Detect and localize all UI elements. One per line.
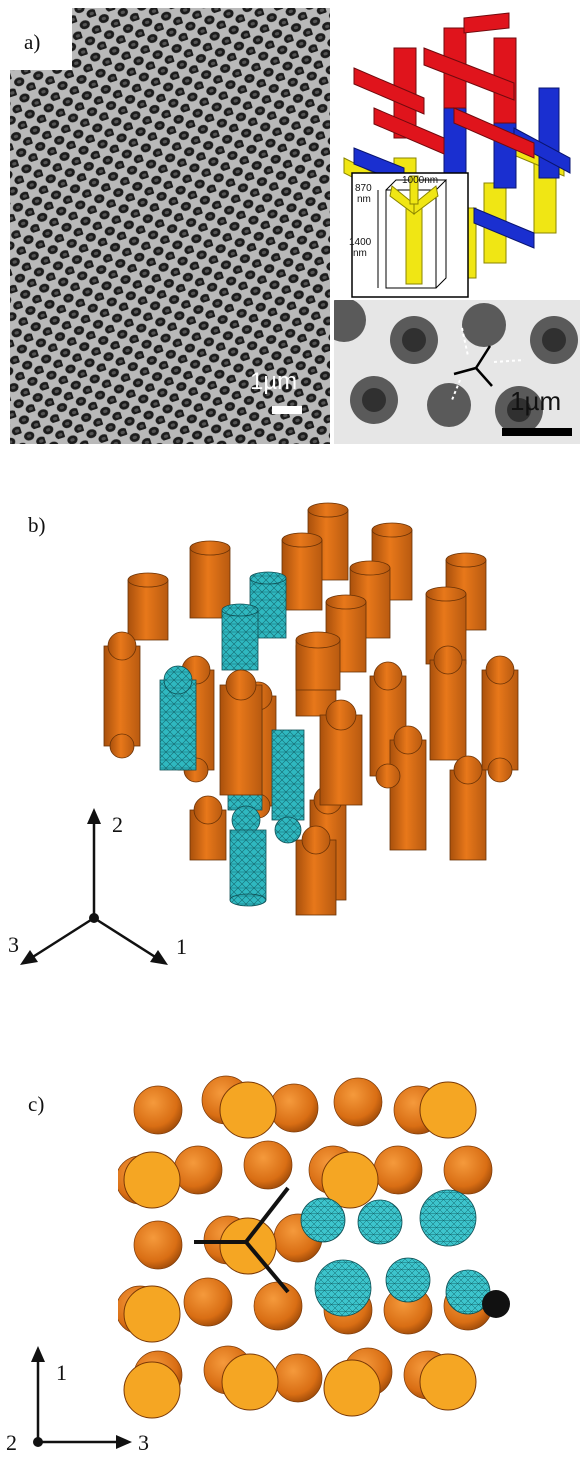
axis-b-label-right: 1 [176, 934, 187, 959]
inset-dimension-width: 1000nm [402, 175, 439, 186]
inset-dimension-height-unit: nm [353, 248, 367, 259]
panel-b-label: b) [28, 513, 46, 537]
inset-dimension-top: 870 [355, 183, 372, 194]
structure-3d-view [103, 502, 519, 916]
sem-scalebar-label-left: 1µm [250, 368, 298, 395]
axis-b-label-left: 3 [8, 932, 19, 957]
structure-top-view [118, 1075, 510, 1419]
inset-dimension-top-unit: nm [357, 194, 371, 205]
inset-dimension-height: 1400 [349, 237, 372, 248]
axis-triad-b [20, 808, 168, 965]
panel-a-label: a) [24, 30, 41, 54]
sem-image-left [10, 8, 330, 444]
axis-c-label-up: 1 [56, 1360, 67, 1385]
axis-b-label-up: 2 [112, 812, 123, 837]
sem-image-right [334, 300, 580, 444]
sem-scalebar-label-right: 1µm [510, 386, 562, 416]
panel-c-label: c) [28, 1092, 45, 1116]
panel-a: a) 1µm [10, 8, 580, 444]
axis-triad-c [31, 1346, 132, 1449]
photonic-crystal-model [334, 8, 580, 298]
axis-c-label-origin: 2 [6, 1430, 17, 1455]
axis-c-label-right: 3 [138, 1430, 149, 1455]
